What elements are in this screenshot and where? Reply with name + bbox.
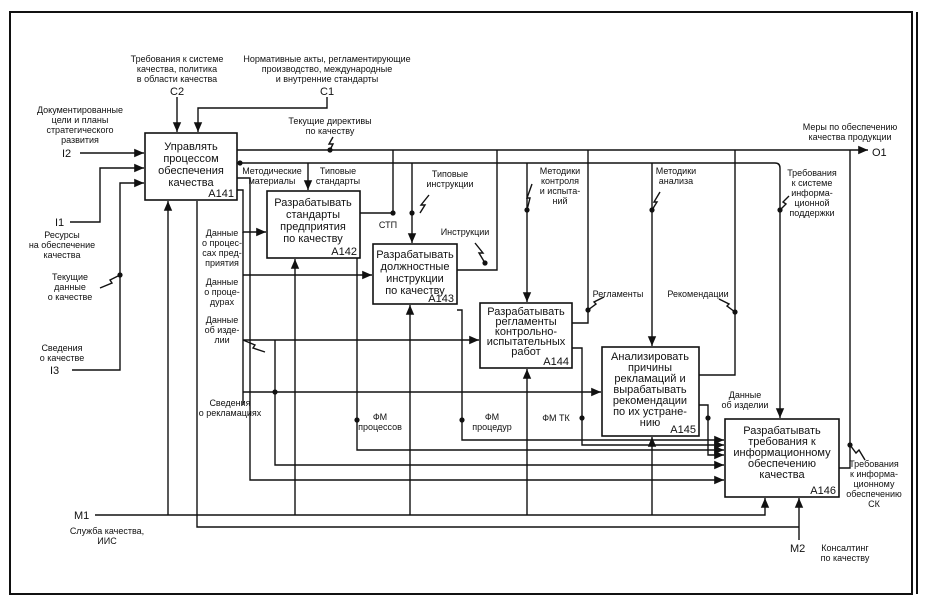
svg-text:I3: I3 bbox=[50, 365, 59, 377]
svg-text:M1: M1 bbox=[74, 510, 89, 522]
junction-dots bbox=[117, 147, 853, 448]
svg-text:Служба качества,ИИС: Служба качества,ИИС bbox=[70, 526, 144, 546]
svg-text:C1: C1 bbox=[320, 86, 334, 98]
label-fm-tk: ФМ ТК bbox=[542, 413, 570, 423]
svg-text:Нормативные акты, регламентиру: Нормативные акты, регламентирующиепроизв… bbox=[243, 54, 410, 84]
svg-text:A144: A144 bbox=[543, 356, 569, 368]
svg-text:M2: M2 bbox=[790, 543, 805, 555]
svg-text:I2: I2 bbox=[62, 148, 71, 160]
diagram-frame bbox=[9, 11, 913, 595]
svg-text:A145: A145 bbox=[670, 424, 696, 436]
arrows bbox=[70, 97, 868, 540]
svg-text:A146: A146 bbox=[810, 485, 836, 497]
svg-text:A143: A143 bbox=[428, 293, 454, 305]
svg-text:A141: A141 bbox=[208, 188, 234, 200]
svg-text:I1: I1 bbox=[55, 217, 64, 229]
label-recommendations: Рекомендации bbox=[667, 289, 728, 299]
label-regulations: Регламенты bbox=[593, 289, 644, 299]
svg-text:C2: C2 bbox=[170, 86, 184, 98]
label-stp: СТП bbox=[379, 220, 397, 230]
svg-text:O1: O1 bbox=[872, 147, 887, 159]
svg-text:A142: A142 bbox=[331, 246, 357, 258]
boundary-m1: M1 Служба качества,ИИС bbox=[70, 510, 144, 546]
label-instructions: Инструкции bbox=[441, 227, 490, 237]
